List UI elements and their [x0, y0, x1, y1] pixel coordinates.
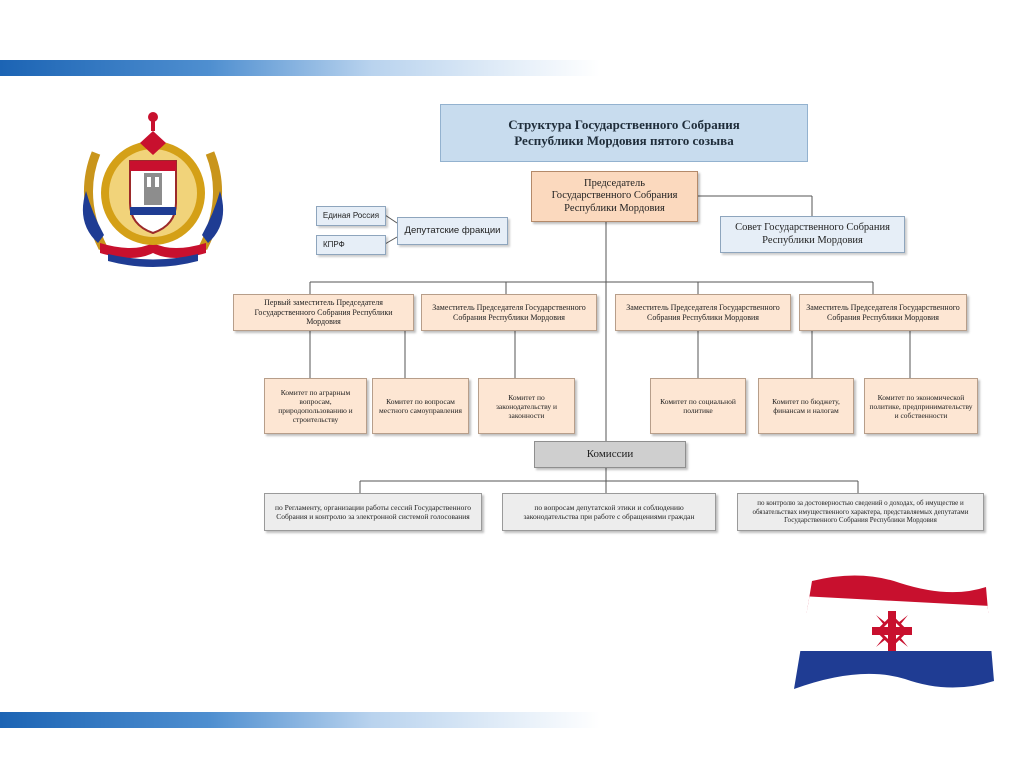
- coat-of-arms-icon: [82, 112, 224, 267]
- factions-box: Депутатские фракции: [397, 217, 508, 245]
- deputy-box-2: Заместитель Председателя Государственног…: [615, 294, 791, 331]
- mordovia-flag-icon: [794, 575, 994, 689]
- deputy-box-1: Заместитель Председателя Государственног…: [421, 294, 597, 331]
- faction-united-russia: Единая Россия: [316, 206, 386, 226]
- footer-decor-bar: [0, 712, 600, 728]
- committee-budget: Комитет по бюджету, финансам и налогам: [758, 378, 854, 434]
- commission-income-control: по контролю за достоверностью сведений о…: [737, 493, 984, 531]
- commission-regulations: по Регламенту, организации работы сессий…: [264, 493, 482, 531]
- header-decor-bar: [0, 60, 600, 76]
- commission-ethics: по вопросам депутатской этики и соблюден…: [502, 493, 716, 531]
- committee-legislation: Комитет по законодательству и законности: [478, 378, 575, 434]
- diagram-title: Структура Государственного Собрания Респ…: [440, 104, 808, 162]
- committee-economic-policy: Комитет по экономической политике, предп…: [864, 378, 978, 434]
- deputy-box-3: Заместитель Председателя Государственног…: [799, 294, 967, 331]
- committee-local-government: Комитет по вопросам местного самоуправле…: [372, 378, 469, 434]
- committee-agrarian: Комитет по аграрным вопросам, природопол…: [264, 378, 367, 434]
- first-deputy-box: Первый заместитель Председателя Государс…: [233, 294, 414, 331]
- faction-kprf: КПРФ: [316, 235, 386, 255]
- committee-social-policy: Комитет по социальной политике: [650, 378, 746, 434]
- chairman-box: Председатель Государственного Собрания Р…: [531, 171, 698, 222]
- council-box: Совет Государственного Собрания Республи…: [720, 216, 905, 253]
- commissions-box: Комиссии: [534, 441, 686, 468]
